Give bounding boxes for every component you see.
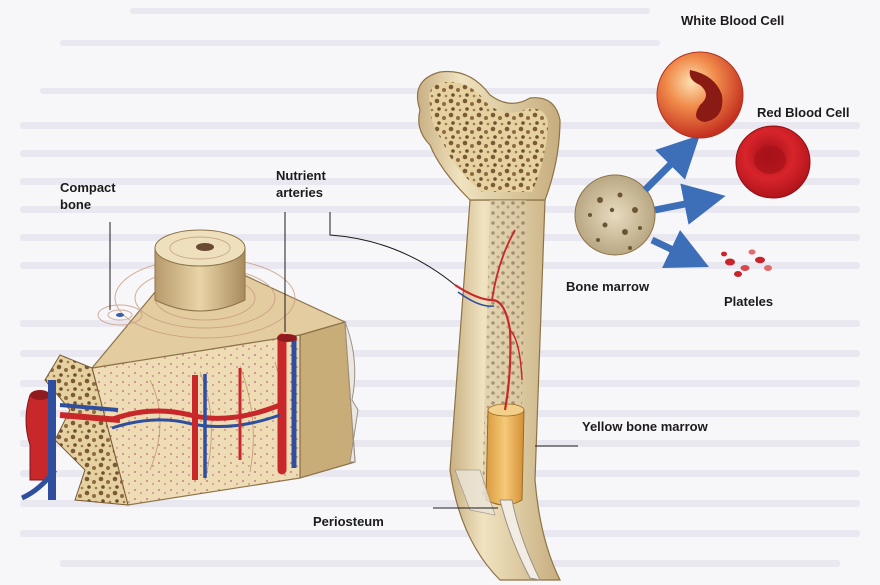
label-white-blood-cell: White Blood Cell	[681, 12, 784, 29]
label-periosteum: Periosteum	[313, 513, 384, 530]
label-nutrient-arteries: Nutrient arteries	[276, 167, 326, 201]
long-bone	[418, 71, 561, 580]
compact-bone-block	[22, 230, 358, 505]
label-bone-marrow: Bone marrow	[566, 278, 649, 295]
nutrient-artery-leader	[330, 212, 455, 285]
label-yellow-bone-marrow: Yellow bone marrow	[582, 418, 708, 435]
label-red-blood-cell: Red Blood Cell	[757, 104, 849, 121]
label-compact-bone: Compact bone	[60, 179, 116, 213]
label-plateles: Plateles	[724, 293, 773, 310]
bone-marrow-cells	[575, 52, 810, 277]
